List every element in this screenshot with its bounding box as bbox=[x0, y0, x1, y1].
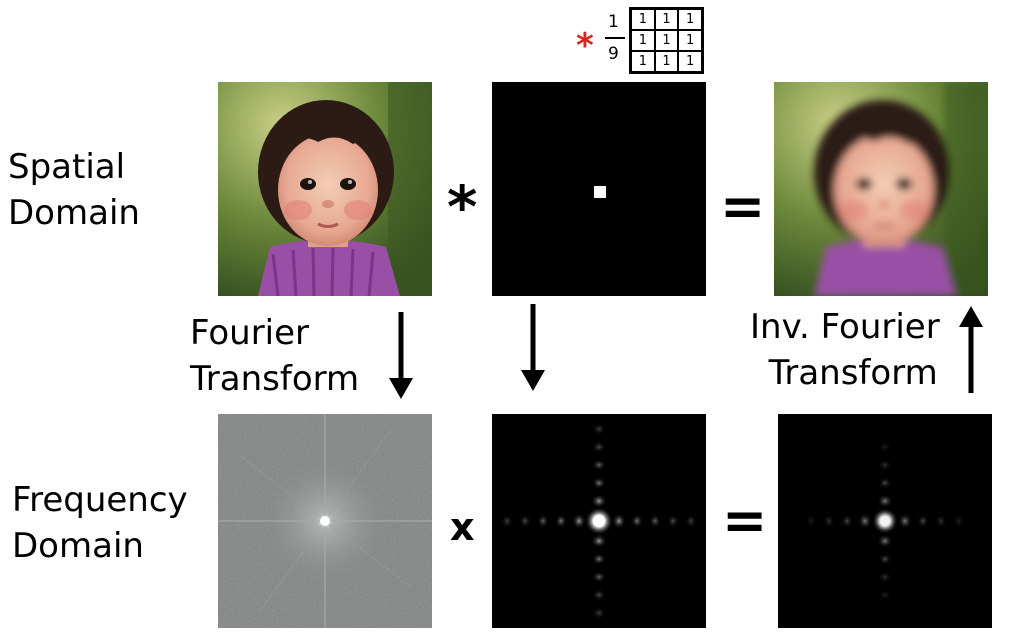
kernel-cell: 1 bbox=[654, 30, 679, 51]
kernel-cell: 1 bbox=[678, 51, 702, 72]
box-filter-image bbox=[492, 82, 706, 296]
equals-operator-top: = bbox=[720, 175, 766, 238]
input-photo bbox=[218, 82, 432, 296]
kernel-fraction-numerator: 1 bbox=[608, 12, 619, 32]
kernel-matrix: 1 1 1 1 1 1 1 1 1 bbox=[629, 7, 704, 74]
kernel-cell: 1 bbox=[654, 51, 679, 72]
inverse-label-line1: Inv. Fourier bbox=[750, 307, 940, 347]
inverse-fourier-transform-label: Inv. Fourier Transform bbox=[750, 304, 940, 396]
kernel-cell: 1 bbox=[678, 30, 702, 51]
spatial-label-line1: Spatial bbox=[8, 147, 126, 187]
kernel-cell: 1 bbox=[654, 9, 679, 30]
filter-frequency-spectrum bbox=[492, 414, 706, 628]
input-frequency-spectrum bbox=[218, 414, 432, 628]
kernel-cell: 1 bbox=[631, 30, 655, 51]
fourier-label-line1: Fourier bbox=[190, 313, 310, 353]
box-filter-center bbox=[594, 186, 606, 198]
kernel-cell: 1 bbox=[631, 51, 655, 72]
spatial-domain-label: Spatial Domain bbox=[8, 144, 140, 236]
spatial-label-line2: Domain bbox=[8, 193, 140, 233]
frequency-domain-label: Frequency Domain bbox=[12, 477, 188, 569]
kernel-cell: 1 bbox=[678, 9, 702, 30]
convolution-operator: * bbox=[447, 173, 478, 241]
kernel-convolution-operator: * bbox=[576, 26, 594, 66]
fourier-transform-label: Fourier Transform bbox=[190, 310, 359, 402]
blurred-photo bbox=[774, 82, 988, 296]
down-arrow-icon bbox=[521, 304, 545, 391]
frequency-label-line2: Domain bbox=[12, 526, 144, 566]
inverse-label-line2: Transform bbox=[768, 353, 938, 393]
multiply-operator: x bbox=[450, 505, 475, 549]
up-arrow-icon bbox=[959, 306, 983, 393]
kernel-cell: 1 bbox=[631, 9, 655, 30]
down-arrow-icon bbox=[389, 312, 413, 399]
equals-operator-bottom: = bbox=[722, 489, 768, 552]
output-frequency-spectrum bbox=[778, 414, 992, 628]
kernel-fraction-denominator: 9 bbox=[608, 44, 619, 64]
kernel-fraction-bar bbox=[605, 37, 625, 39]
frequency-label-line1: Frequency bbox=[12, 480, 188, 520]
fourier-label-line2: Transform bbox=[190, 359, 360, 399]
